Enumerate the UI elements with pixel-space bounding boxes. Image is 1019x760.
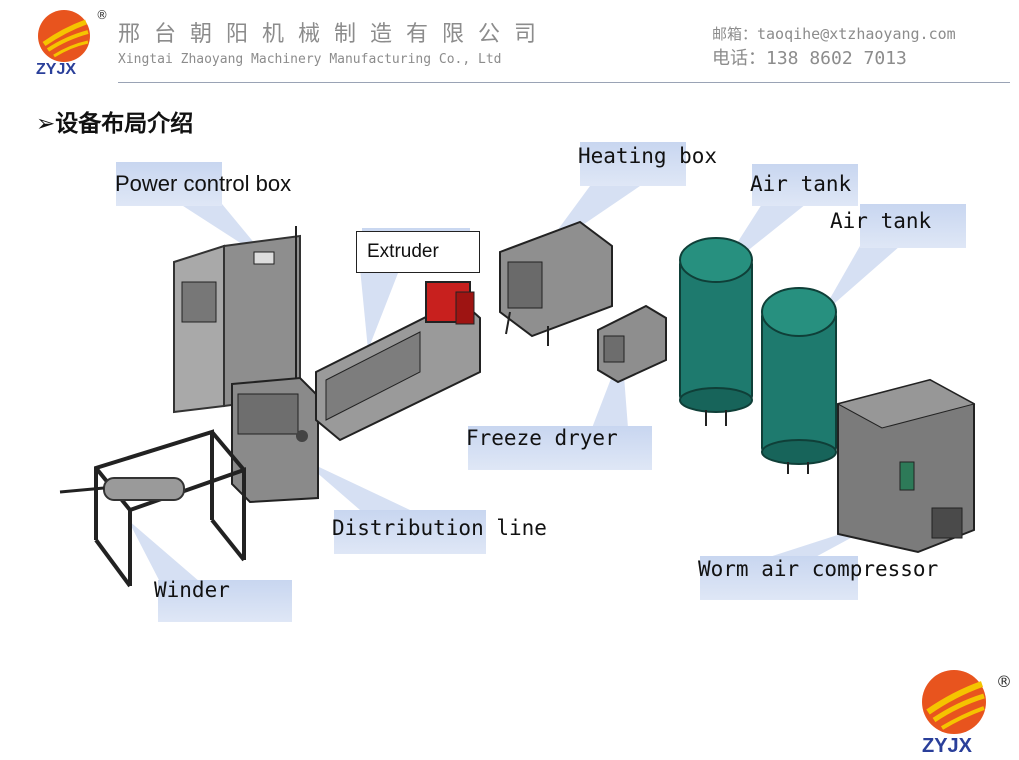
callout-bg-air1 xyxy=(752,164,858,206)
heating-box-machine xyxy=(499,220,613,346)
company-name-en: Xingtai Zhaoyang Machinery Manufacturing… xyxy=(118,52,502,67)
freeze-dryer-machine xyxy=(597,304,667,384)
callout-bg-distribution xyxy=(334,510,486,554)
header-divider xyxy=(118,82,1010,83)
callout-bg-winder xyxy=(158,580,292,622)
callout-bg-compressor xyxy=(700,556,858,600)
pointer-air2 xyxy=(820,246,900,316)
label-power-control-box: Power control box xyxy=(115,171,292,196)
extruder-label-box: Extruder xyxy=(356,231,480,273)
label-heating-box: Heating box xyxy=(578,144,718,168)
label-air-tank-2: Air tank xyxy=(830,209,932,233)
pointer-winder xyxy=(128,520,200,582)
air-tank-2 xyxy=(761,287,837,474)
label-distribution-line: Distribution line xyxy=(332,516,547,540)
contact-phone: 电话：138 8602 7013 xyxy=(712,48,907,69)
pointer-distribution xyxy=(300,458,410,510)
label-extruder: Extruder xyxy=(367,241,439,262)
callout-bg-freeze xyxy=(468,426,652,470)
power-control-box-cabinet xyxy=(173,226,301,414)
extruder-machine xyxy=(315,281,481,442)
distribution-line-box xyxy=(231,376,319,504)
callout-bg-heating xyxy=(580,142,686,186)
label-freeze-dryer: Freeze dryer xyxy=(466,426,618,450)
label-air-tank-1: Air tank xyxy=(750,172,852,196)
air-tank-1 xyxy=(679,237,753,426)
callout-bg-power xyxy=(116,162,222,206)
footer-registered-mark: ® xyxy=(996,672,1012,691)
footer-logo: ZYJX xyxy=(922,670,986,756)
label-winder: Winder xyxy=(154,578,230,602)
callout-bg-air2 xyxy=(860,204,966,248)
footer-logo-text: ZYJX xyxy=(922,735,973,756)
contact-email: 邮箱：taoqihe@xtzhaoyang.com xyxy=(712,25,956,43)
winder-machine xyxy=(59,429,246,588)
registered-mark: ® xyxy=(96,8,108,22)
company-logo: ZYJX xyxy=(36,10,90,76)
label-worm-air-compressor: Worm air compressor xyxy=(698,557,939,581)
worm-air-compressor-machine xyxy=(836,378,976,554)
section-title: ➢设备布局介绍 xyxy=(36,111,194,137)
company-name-cn: 邢台朝阳机械制造有限公司 xyxy=(118,22,551,47)
logo-text: ZYJX xyxy=(36,61,76,76)
pointer-extruder xyxy=(360,268,400,350)
